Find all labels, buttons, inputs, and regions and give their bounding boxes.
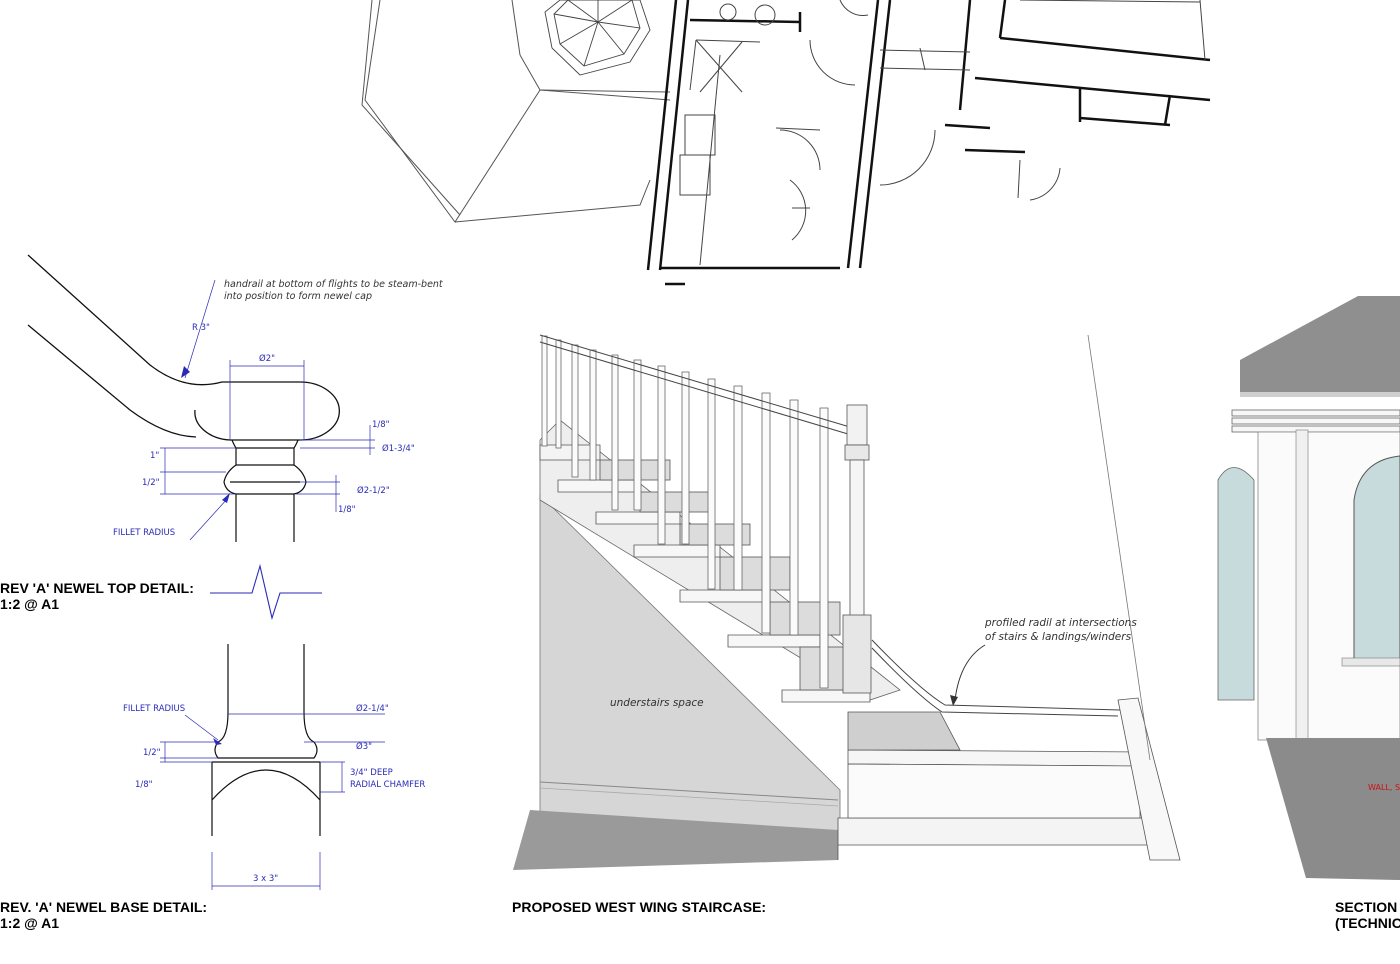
- rail-note-leader: [954, 644, 986, 701]
- one-inch-label: 1": [150, 451, 159, 461]
- newel-base-scale: 1:2 @ A1: [0, 915, 60, 931]
- floor-plan: [361, 0, 1211, 286]
- newel-top-detail: handrail at bottom of flights to be stea…: [27, 254, 444, 621]
- top-dimensions: [160, 279, 375, 541]
- newel-base-title: REV. 'A' NEWEL BASE DETAIL:: [0, 899, 208, 915]
- newel-top-scale: 1:2 @ A1: [0, 596, 60, 612]
- chamfer-label-line2: RADIAL CHAMFER: [350, 780, 425, 790]
- diameter-214-label: Ø2-1/4": [356, 703, 389, 714]
- radius-label: R 3": [192, 323, 210, 333]
- stair-handrail: [539, 334, 1121, 717]
- base-size-label: 3 x 3": [253, 874, 278, 884]
- base-fillet-arrowhead: [213, 738, 222, 745]
- base-eighth-label: 1/8": [135, 780, 153, 790]
- chamfer-label-line1: 3/4" DEEP: [350, 768, 393, 778]
- base-dimensions: [160, 713, 385, 890]
- section-title: SECTION: [1335, 899, 1398, 915]
- diameter-212-label: Ø2-1/2": [357, 485, 390, 496]
- diameter-134-label: Ø1-3/4": [382, 443, 415, 454]
- cornice: [1231, 409, 1400, 433]
- radius-arrowhead: [181, 366, 190, 378]
- eighth-label-b: 1/8": [338, 505, 356, 515]
- top-note-line2: into position to form newel cap: [224, 291, 372, 302]
- newel-cap: [223, 439, 307, 542]
- section-elevation: WALL, S: [1217, 296, 1400, 880]
- plan-walls: [646, 0, 1211, 286]
- stair-steps: [539, 444, 871, 703]
- left-window: [1217, 467, 1255, 701]
- plan-thin-lines: [679, 0, 1206, 266]
- wall-label: WALL, S: [1368, 783, 1400, 792]
- half-inch-label: 1/2": [142, 478, 160, 488]
- rail-note-arrowhead: [950, 695, 958, 706]
- eighth-label-a: 1/8": [372, 420, 390, 430]
- cap-diameter-label: Ø2": [259, 353, 275, 364]
- top-note-line1: handrail at bottom of flights to be stea…: [224, 279, 444, 290]
- break-line: [210, 563, 322, 621]
- rail-note-line1: profiled radil at intersections: [984, 617, 1137, 629]
- section-subtitle: (TECHNIC: [1335, 915, 1400, 931]
- balusters: [541, 335, 829, 689]
- newel-base-outline: [211, 644, 321, 836]
- base-fillet-label: FILLET RADIUS: [123, 704, 185, 714]
- handrail-sweep: [27, 254, 341, 441]
- base-half-inch-label: 1/2": [143, 748, 161, 758]
- diameter-3-label: Ø3": [356, 741, 372, 752]
- fillet-arrowhead: [222, 493, 230, 503]
- wall-section: [1266, 738, 1400, 880]
- octagon-room: [361, 0, 671, 223]
- right-window: [1353, 455, 1400, 661]
- stair-newel-post: [842, 404, 872, 694]
- newel-top-title: REV 'A' NEWEL TOP DETAIL:: [0, 580, 194, 596]
- rail-note-line2: of stairs & landings/winders: [985, 631, 1132, 643]
- staircase-title: PROPOSED WEST WING STAIRCASE:: [512, 899, 767, 915]
- floor-shadow: [513, 810, 838, 870]
- landing-steps: [837, 334, 1181, 861]
- skylight: [544, 0, 651, 76]
- top-fillet-label: FILLET RADIUS: [113, 528, 175, 538]
- understairs-label: understairs space: [610, 697, 704, 709]
- newel-base-detail: FILLET RADIUS Ø2-1/4" 1/2" Ø3" 1/8" 3/4"…: [123, 644, 425, 890]
- staircase-perspective: understairs space profiled radil at inte…: [513, 334, 1181, 870]
- roof: [1240, 296, 1400, 392]
